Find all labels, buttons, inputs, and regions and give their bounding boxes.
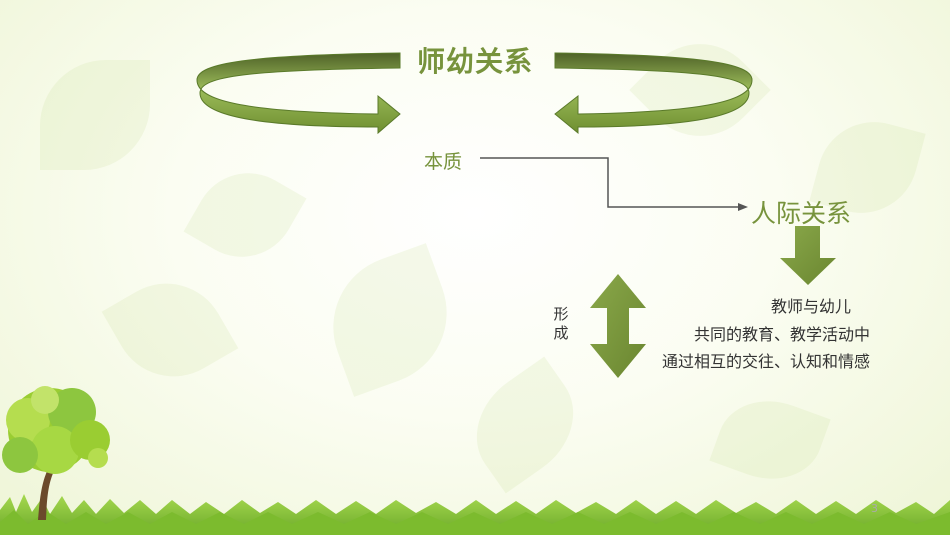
relation-label: 人际关系 <box>751 199 852 228</box>
description-line: 共同的教育、教学活动中 <box>694 325 871 344</box>
essence-label: 本质 <box>424 151 463 173</box>
curved-arrow-right-icon <box>554 52 753 135</box>
curved-arrow-left-icon <box>196 52 401 135</box>
page-number: 3 <box>871 502 878 515</box>
page-title: 师幼关系 <box>416 45 533 78</box>
double-arrow-icon <box>590 274 646 378</box>
tree-icon <box>2 386 110 520</box>
connector-arrow <box>480 157 748 211</box>
form-label-char: 形 <box>553 305 569 323</box>
description-line: 教师与幼儿 <box>771 297 852 316</box>
grass-icon <box>0 494 950 535</box>
down-arrow-icon <box>780 226 836 285</box>
form-label-char: 成 <box>553 324 569 342</box>
form-label: 形 成 <box>551 305 571 343</box>
description-line: 通过相互的交往、认知和情感 <box>662 352 871 371</box>
